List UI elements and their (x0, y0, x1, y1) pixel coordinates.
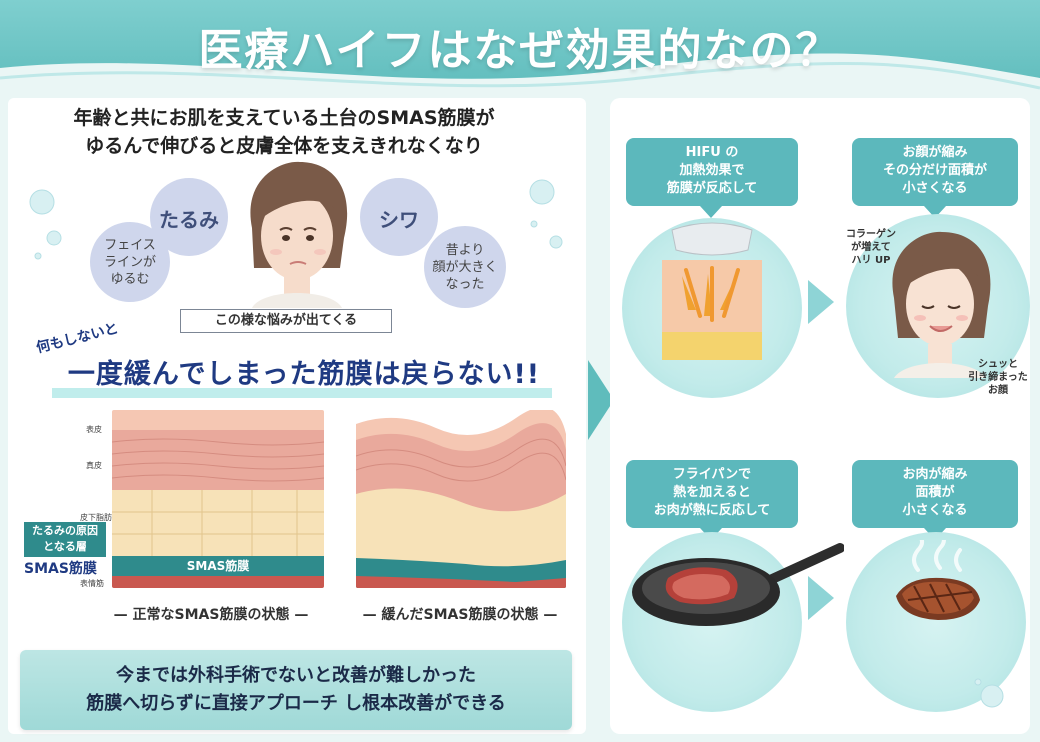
bubble-face-line-text3: ゆるむ (110, 272, 150, 287)
smas-label: SMAS筋膜 (24, 561, 97, 577)
bubble-tarumi: たるみ (150, 178, 228, 256)
cause-tag-line2: となる層 (43, 540, 87, 553)
bubble-bigger-face-text2: 顔が大きく (432, 260, 498, 275)
note-tight-line2: 引き締まった (968, 372, 1028, 383)
callout-meat-line3: 小さくなる (902, 503, 968, 518)
banner-line1: 今までは外科手術でないと改善が難しかった (116, 665, 476, 686)
caption-box: この様な悩みが出てくる (180, 309, 392, 333)
callout-frypan: フライパンで 熱を加えると お肉が熱に反応して (626, 460, 798, 528)
layer-label-epidermis: 表皮 (86, 425, 102, 434)
smiling-woman-illustration (892, 231, 991, 378)
arrow-right-icon-top (808, 280, 834, 324)
callout-meat-line1: お肉が縮み (902, 467, 968, 482)
bubble-bigger-face: 昔より 顔が大きく なった (424, 226, 506, 308)
left-heading-line2: ゆるんで伸びると皮膚全体を支えきれなくなり (85, 135, 483, 157)
callout-hifu-line3: 筋膜が反応して (666, 181, 758, 196)
bubble-face-line: フェイス ラインが ゆるむ (90, 222, 170, 302)
bottom-banner (20, 650, 572, 730)
cooked-steak-illustration (896, 540, 980, 620)
note-tight-line1: シュッと (978, 359, 1018, 370)
header-wave (0, 53, 1040, 108)
callout-hifu: HIFU の 加熱効果で 筋膜が反応して (626, 138, 798, 206)
layer-label-dermis: 真皮 (86, 461, 102, 470)
callout-face: お顔が縮み その分だけ面積が 小さくなる (852, 138, 1018, 206)
callout-face-line3: 小さくなる (902, 181, 968, 196)
note-tight-line3: お顔 (988, 385, 1008, 396)
note-collagen: コラーゲン が増えて ハリ UP (838, 228, 904, 267)
callout-face-line1: お顔が縮み (902, 145, 968, 160)
diagram-loose-caption: — 緩んだSMAS筋膜の状態 — (362, 607, 558, 623)
layer-label-subcutaneous: 皮下脂肪 (80, 513, 112, 522)
big-statement: 一度緩んでしまった筋膜は戻らない!! (67, 359, 541, 390)
callout-meat-line2: 面積が (915, 485, 955, 500)
water-drops-left (29, 189, 62, 260)
left-heading: 年齢と共にお肌を支えている土台のSMAS筋膜が ゆるんで伸びると皮膚全体を支えき… (24, 104, 544, 160)
skin-diagram-normal (112, 410, 324, 588)
diagram-normal-caption: — 正常なSMAS筋膜の状態 — (113, 607, 309, 623)
big-statement-highlight (52, 388, 552, 398)
cause-tag-line1: たるみの原因 (32, 524, 98, 537)
bubble-face-line-text1: フェイス (104, 238, 156, 253)
bubble-tarumi-label: たるみ (159, 208, 219, 232)
bottom-banner-text: 今までは外科手術でないと改善が難しかった 筋膜へ切らずに直接アプローチ し根本改… (20, 662, 572, 718)
bubble-bigger-face-text3: なった (445, 277, 485, 292)
worried-woman-illustration (250, 161, 348, 308)
note-tight: シュッと 引き締まった お顔 (964, 358, 1032, 397)
callout-hifu-line2: 加熱効果で (679, 163, 745, 178)
bubble-shiwa-label: シワ (379, 208, 419, 232)
callout-face-tail (924, 206, 946, 218)
note-collagen-line3: ハリ UP (851, 255, 891, 266)
arrow-right-icon-bottom (808, 576, 834, 620)
bubble-shiwa: シワ (360, 178, 438, 256)
callout-frypan-line3: お肉が熱に反応して (653, 503, 771, 518)
water-drops-right (529, 179, 563, 249)
callout-frypan-line1: フライパンで (672, 467, 752, 482)
bubble-face-line-text2: ラインが (103, 255, 156, 270)
left-heading-line1: 年齢と共にお肌を支えている土台のSMAS筋膜が (73, 107, 495, 129)
banner-line2: 筋膜へ切らずに直接アプローチ し根本改善ができる (86, 693, 506, 714)
callout-hifu-line1: HIFU の (685, 145, 739, 160)
smas-inner-label: SMAS筋膜 (186, 559, 250, 573)
layer-label-muscle: 表情筋 (80, 579, 104, 588)
callout-frypan-line2: 熱を加えると (673, 485, 751, 500)
skin-diagram-loose (356, 410, 566, 588)
callout-face-line2: その分だけ面積が (882, 163, 987, 178)
bubble-bigger-face-text1: 昔より (445, 243, 485, 258)
cause-tag: たるみの原因 となる層 (24, 522, 106, 557)
callout-meat: お肉が縮み 面積が 小さくなる (852, 460, 1018, 528)
callout-hifu-tail (700, 206, 722, 218)
water-drops-bottom-right (974, 678, 1004, 708)
panel-arrow-icon (588, 360, 614, 440)
hifu-device-illustration (662, 222, 762, 360)
frying-pan-illustration (632, 543, 844, 626)
note-collagen-line1: コラーゲン (846, 229, 896, 240)
page-title: 医療ハイフはなぜ効果的なの？ (198, 25, 842, 76)
note-collagen-line2: が増えて (851, 242, 891, 253)
